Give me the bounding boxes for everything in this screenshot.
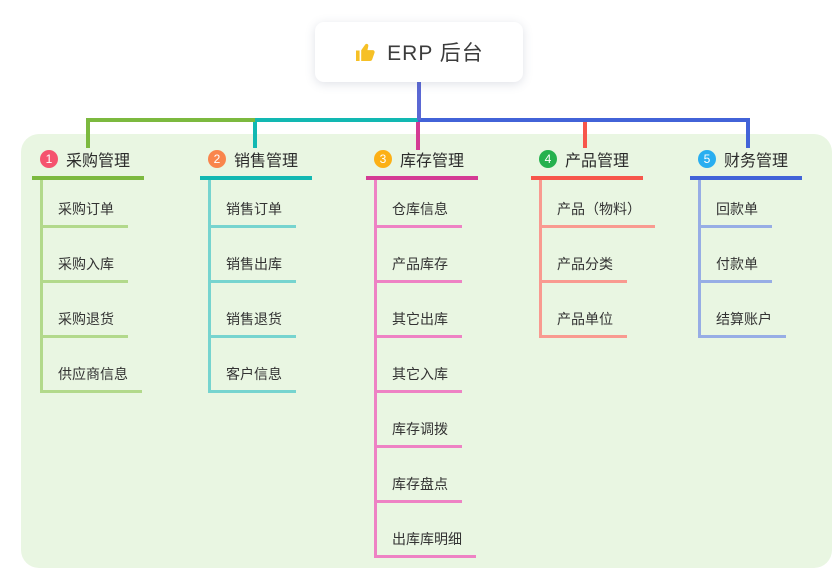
connector-bus-blue [418, 118, 750, 122]
node-sales-return[interactable]: 销售退货 [211, 290, 296, 338]
node-sales-outbound[interactable]: 销售出库 [211, 235, 296, 283]
branch-header-finance[interactable]: 5 财务管理 [690, 146, 803, 180]
badge-3: 3 [374, 150, 392, 168]
branch-label: 销售管理 [234, 153, 299, 170]
node-product-unit[interactable]: 产品单位 [542, 290, 627, 338]
node-stock-taking[interactable]: 库存盘点 [377, 455, 462, 503]
connector-drop-inventory [416, 118, 420, 150]
node-product-stock[interactable]: 产品库存 [377, 235, 462, 283]
branch-label: 采购管理 [66, 153, 131, 170]
branch-product: 4 产品管理 产品（物料） 产品分类 产品单位 [531, 146, 655, 338]
branch-inventory: 3 库存管理 仓库信息 产品库存 其它出库 其它入库 库存调拨 库存盘点 出库库… [366, 146, 479, 558]
node-warehouse-info[interactable]: 仓库信息 [377, 180, 462, 228]
node-product-material[interactable]: 产品（物料） [542, 180, 655, 228]
node-purchase-inbound[interactable]: 采购入库 [43, 235, 128, 283]
connector-bus-green [86, 118, 257, 122]
branches-panel [21, 134, 832, 568]
connector-drop-product [583, 118, 587, 148]
badge-2: 2 [208, 150, 226, 168]
badge-4: 4 [539, 150, 557, 168]
root-title: ERP 后台 [387, 42, 484, 65]
node-other-inbound[interactable]: 其它入库 [377, 345, 462, 393]
node-sales-order[interactable]: 销售订单 [211, 180, 296, 228]
branch-children-purchase: 采购订单 采购入库 采购退货 供应商信息 [40, 180, 142, 393]
branch-header-sales[interactable]: 2 销售管理 [200, 146, 313, 180]
branch-header-inventory[interactable]: 3 库存管理 [366, 146, 479, 180]
node-stock-detail[interactable]: 出库库明细 [377, 510, 476, 558]
root-node[interactable]: ERP 后台 [315, 22, 523, 82]
connector-drop-finance [746, 118, 750, 148]
node-receipt-bill[interactable]: 回款单 [701, 180, 772, 228]
branch-children-sales: 销售订单 销售出库 销售退货 客户信息 [208, 180, 296, 393]
node-stock-transfer[interactable]: 库存调拨 [377, 400, 462, 448]
branch-label: 产品管理 [565, 153, 630, 170]
branch-children-product: 产品（物料） 产品分类 产品单位 [539, 180, 655, 338]
badge-1: 1 [40, 150, 58, 168]
branch-label: 库存管理 [400, 153, 465, 170]
connector-drop-purchase [86, 118, 90, 148]
branch-children-finance: 回款单 付款单 结算账户 [698, 180, 786, 338]
badge-5: 5 [698, 150, 716, 168]
node-supplier-info[interactable]: 供应商信息 [43, 345, 142, 393]
connector-bus-teal [255, 118, 420, 122]
node-customer-info[interactable]: 客户信息 [211, 345, 296, 393]
node-purchase-order[interactable]: 采购订单 [43, 180, 128, 228]
node-payment-bill[interactable]: 付款单 [701, 235, 772, 283]
node-purchase-return[interactable]: 采购退货 [43, 290, 128, 338]
branch-children-inventory: 仓库信息 产品库存 其它出库 其它入库 库存调拨 库存盘点 出库库明细 [374, 180, 476, 558]
branch-header-product[interactable]: 4 产品管理 [531, 146, 644, 180]
branch-label: 财务管理 [724, 153, 789, 170]
branch-sales: 2 销售管理 销售订单 销售出库 销售退货 客户信息 [200, 146, 313, 393]
node-product-category[interactable]: 产品分类 [542, 235, 627, 283]
branch-purchase: 1 采购管理 采购订单 采购入库 采购退货 供应商信息 [32, 146, 145, 393]
node-other-outbound[interactable]: 其它出库 [377, 290, 462, 338]
branch-header-purchase[interactable]: 1 采购管理 [32, 146, 145, 180]
thumbs-up-icon [356, 43, 375, 61]
connector-root [417, 82, 421, 120]
branch-finance: 5 财务管理 回款单 付款单 结算账户 [690, 146, 803, 338]
node-settle-account[interactable]: 结算账户 [701, 290, 786, 338]
connector-drop-sales [253, 118, 257, 148]
